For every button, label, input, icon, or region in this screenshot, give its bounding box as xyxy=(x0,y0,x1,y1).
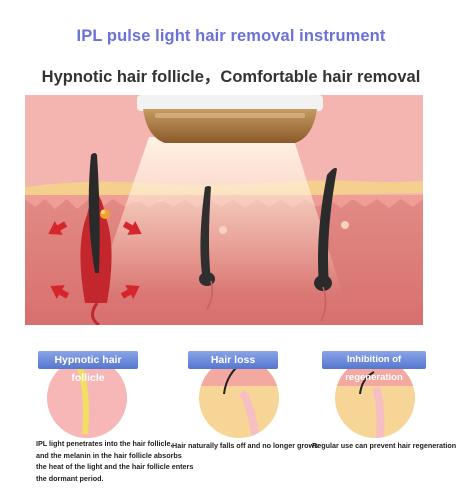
spark-dot xyxy=(341,221,349,229)
light-beam xyxy=(95,137,343,295)
active-hair xyxy=(88,153,100,273)
caption-stage-1: IPL light penetrates into the hair folli… xyxy=(36,439,194,483)
stage-hypnotic-follicle xyxy=(14,348,160,500)
page-subtitle: Hypnotic hair follicle，Comfortable hair … xyxy=(41,68,421,86)
page-title: IPL pulse light hair removal instrument xyxy=(76,27,386,45)
stage-label-hair-loss: Hair loss xyxy=(188,351,278,369)
caption-stage-3: Regular use can prevent hair regeneratio… xyxy=(312,441,457,450)
stage-label-hypnotic: Hypnotic hair follicle xyxy=(38,351,138,384)
melanin-burst xyxy=(100,209,110,219)
dormant-bulb xyxy=(199,272,215,286)
device-lens-highlight xyxy=(155,113,305,118)
heat-arrow-icon xyxy=(50,285,70,299)
yellow-hair-icon xyxy=(74,360,89,434)
heat-arrow-icon xyxy=(122,221,142,235)
device-body xyxy=(137,95,323,111)
stage-label-inhibition: Inhibition of regeneration xyxy=(322,351,426,383)
long-hair xyxy=(318,167,337,285)
caption-stage-2: Hair naturally falls off and no longer g… xyxy=(172,441,319,450)
long-hair-bulb xyxy=(314,275,332,291)
heat-arrow-icon xyxy=(120,285,140,299)
falling-hair xyxy=(223,367,237,395)
spark-dot xyxy=(219,226,227,234)
dormant-hair xyxy=(200,186,211,281)
short-hair xyxy=(359,371,375,395)
heat-arrow-icon xyxy=(48,221,68,235)
follicle-stem xyxy=(91,302,100,325)
skin-cross-section-illustration xyxy=(25,95,423,325)
